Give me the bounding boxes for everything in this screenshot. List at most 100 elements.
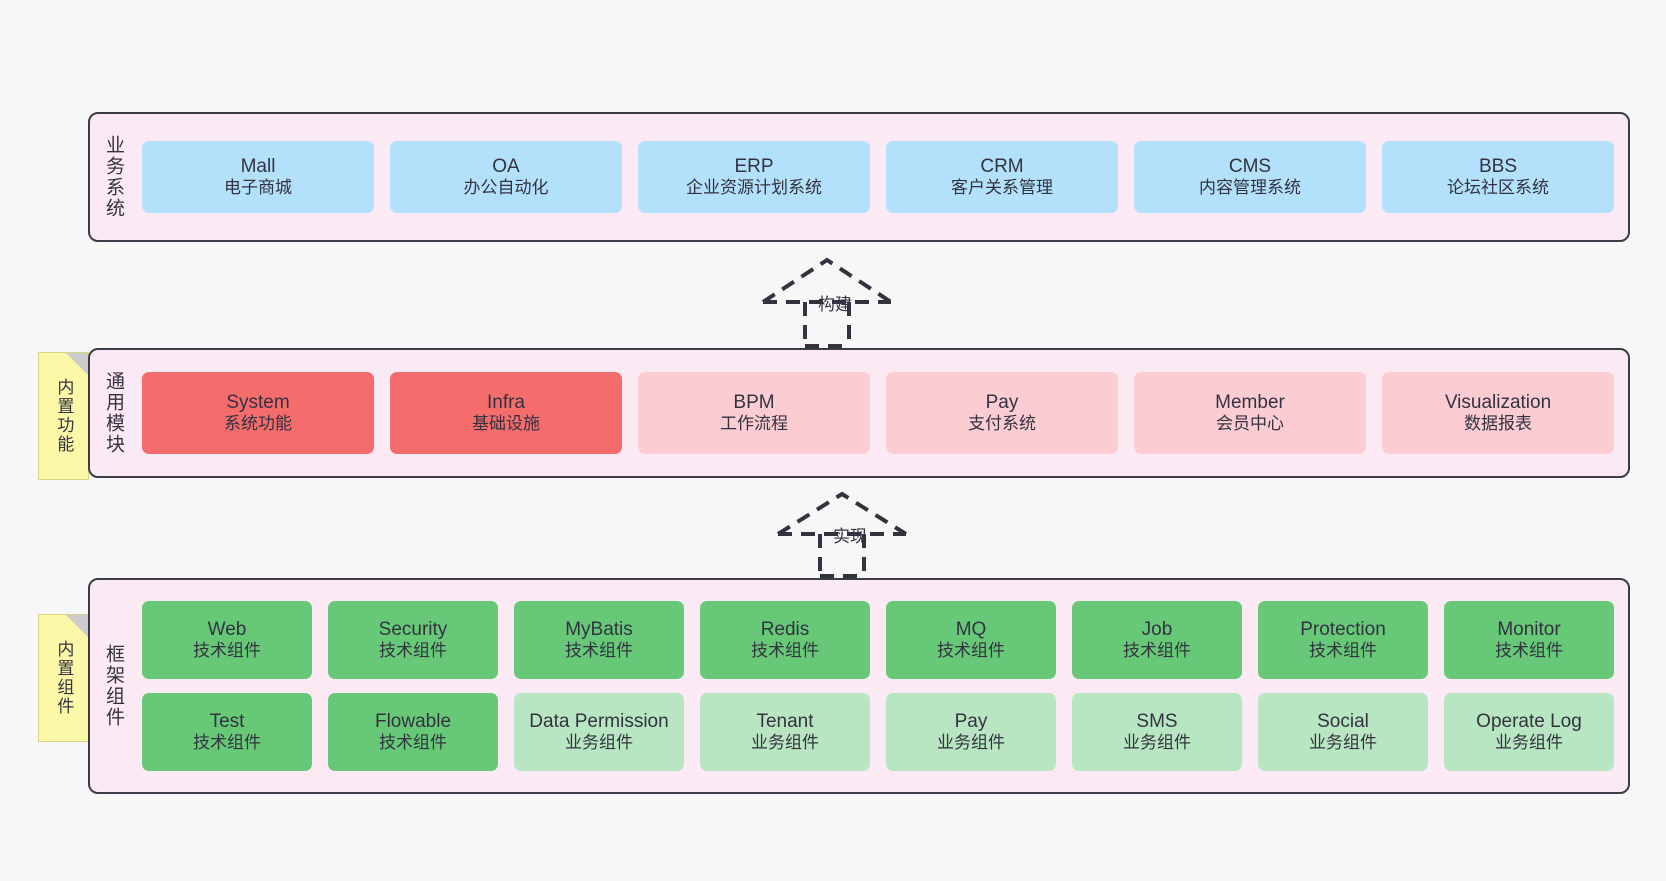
card-member[interactable]: Member 会员中心 — [1134, 372, 1366, 454]
layer-body-common: System 系统功能 Infra 基础设施 BPM 工作流程 Pay 支付系统… — [136, 350, 1628, 476]
card-oa[interactable]: OA 办公自动化 — [390, 141, 622, 213]
card-social[interactable]: Social 业务组件 — [1258, 693, 1428, 771]
card-subtitle: 业务组件 — [1495, 733, 1563, 753]
card-web[interactable]: Web 技术组件 — [142, 601, 312, 679]
card-title: Flowable — [374, 711, 452, 733]
card-cms[interactable]: CMS 内容管理系统 — [1134, 141, 1366, 213]
card-infra[interactable]: Infra 基础设施 — [390, 372, 622, 454]
card-subtitle: 技术组件 — [379, 733, 447, 753]
card-bpm[interactable]: BPM 工作流程 — [638, 372, 870, 454]
card-crm[interactable]: CRM 客户关系管理 — [886, 141, 1118, 213]
card-title: Pay — [985, 392, 1019, 414]
card-flowable[interactable]: Flowable 技术组件 — [328, 693, 498, 771]
card-subtitle: 技术组件 — [1123, 641, 1191, 661]
card-pay[interactable]: Pay 支付系统 — [886, 372, 1118, 454]
layer-label-business: 业务系统 — [102, 135, 124, 219]
card-mall[interactable]: Mall 电子商城 — [142, 141, 374, 213]
card-subtitle: 工作流程 — [720, 414, 788, 434]
card-title: BPM — [733, 392, 775, 414]
note-builtin-features: 内置功能 — [38, 352, 89, 480]
card-title: SMS — [1136, 711, 1178, 733]
card-tenant[interactable]: Tenant 业务组件 — [700, 693, 870, 771]
card-title: Monitor — [1497, 619, 1561, 641]
card-subtitle: 客户关系管理 — [951, 178, 1053, 198]
note-builtin-components: 内置组件 — [38, 614, 89, 742]
card-test[interactable]: Test 技术组件 — [142, 693, 312, 771]
layer-framework-component: 框架组件 Web 技术组件 Security 技术组件 MyBatis 技术组件… — [88, 578, 1630, 794]
card-title: Protection — [1300, 619, 1386, 641]
connector-label-build: 构建 — [818, 295, 852, 314]
card-bbs[interactable]: BBS 论坛社区系统 — [1382, 141, 1614, 213]
card-title: Data Permission — [529, 711, 669, 733]
framework-business-row: Test 技术组件 Flowable 技术组件 Data Permission … — [142, 693, 1614, 771]
card-subtitle: 数据报表 — [1464, 414, 1532, 434]
card-title: OA — [492, 156, 520, 178]
card-monitor[interactable]: Monitor 技术组件 — [1444, 601, 1614, 679]
generalization-arrow-icon — [761, 257, 893, 348]
card-job[interactable]: Job 技术组件 — [1072, 601, 1242, 679]
layer-label-common: 通用模块 — [102, 371, 124, 455]
card-title: Member — [1215, 392, 1285, 414]
card-subtitle: 企业资源计划系统 — [686, 178, 822, 198]
card-title: Operate Log — [1476, 711, 1582, 733]
card-title: MQ — [955, 619, 987, 641]
card-title: Visualization — [1444, 392, 1552, 414]
card-title: BBS — [1478, 156, 1518, 178]
card-title: CRM — [980, 156, 1024, 178]
card-title: Infra — [486, 392, 526, 414]
card-erp[interactable]: ERP 企业资源计划系统 — [638, 141, 870, 213]
generalization-arrow-icon — [776, 491, 908, 578]
card-sms[interactable]: SMS 业务组件 — [1072, 693, 1242, 771]
layer-body-business: Mall 电子商城 OA 办公自动化 ERP 企业资源计划系统 CRM 客户关系… — [136, 114, 1628, 240]
card-security[interactable]: Security 技术组件 — [328, 601, 498, 679]
card-subtitle: 办公自动化 — [463, 178, 549, 198]
card-subtitle: 技术组件 — [193, 641, 261, 661]
card-mybatis[interactable]: MyBatis 技术组件 — [514, 601, 684, 679]
card-subtitle: 技术组件 — [1309, 641, 1377, 661]
note-text: 内置功能 — [54, 378, 74, 454]
card-system[interactable]: System 系统功能 — [142, 372, 374, 454]
card-title: Mall — [240, 156, 276, 178]
note-text: 内置组件 — [54, 640, 74, 716]
card-title: Test — [209, 711, 245, 733]
card-subtitle: 支付系统 — [968, 414, 1036, 434]
card-data-permission[interactable]: Data Permission 业务组件 — [514, 693, 684, 771]
note-fold-corner-icon — [66, 353, 88, 375]
card-subtitle: 技术组件 — [1495, 641, 1563, 661]
card-subtitle: 技术组件 — [193, 733, 261, 753]
card-subtitle: 内容管理系统 — [1199, 178, 1301, 198]
card-subtitle: 业务组件 — [937, 733, 1005, 753]
card-operate-log[interactable]: Operate Log 业务组件 — [1444, 693, 1614, 771]
card-subtitle: 技术组件 — [751, 641, 819, 661]
card-subtitle: 业务组件 — [1309, 733, 1377, 753]
connector-label-implement: 实现 — [833, 527, 867, 546]
common-card-row: System 系统功能 Infra 基础设施 BPM 工作流程 Pay 支付系统… — [142, 372, 1614, 454]
card-title: Social — [1317, 711, 1369, 733]
note-fold-corner-icon — [66, 615, 88, 637]
business-card-row: Mall 电子商城 OA 办公自动化 ERP 企业资源计划系统 CRM 客户关系… — [142, 141, 1614, 213]
card-subtitle: 电子商城 — [224, 178, 292, 198]
card-title: Tenant — [756, 711, 814, 733]
card-redis[interactable]: Redis 技术组件 — [700, 601, 870, 679]
layer-label-framework: 框架组件 — [102, 644, 124, 728]
layer-common-module: 通用模块 System 系统功能 Infra 基础设施 BPM 工作流程 Pay… — [88, 348, 1630, 478]
card-pay-component[interactable]: Pay 业务组件 — [886, 693, 1056, 771]
card-mq[interactable]: MQ 技术组件 — [886, 601, 1056, 679]
card-protection[interactable]: Protection 技术组件 — [1258, 601, 1428, 679]
card-title: Pay — [954, 711, 988, 733]
card-subtitle: 系统功能 — [224, 414, 292, 434]
card-title: Web — [207, 619, 247, 641]
connector-implement: 实现 — [770, 490, 970, 578]
card-title: System — [226, 392, 290, 414]
card-visualization[interactable]: Visualization 数据报表 — [1382, 372, 1614, 454]
card-subtitle: 技术组件 — [379, 641, 447, 661]
layer-business-system: 业务系统 Mall 电子商城 OA 办公自动化 ERP 企业资源计划系统 CRM… — [88, 112, 1630, 242]
card-title: Security — [378, 619, 448, 641]
card-subtitle: 论坛社区系统 — [1447, 178, 1549, 198]
card-subtitle: 基础设施 — [472, 414, 540, 434]
card-title: ERP — [734, 156, 774, 178]
card-subtitle: 业务组件 — [565, 733, 633, 753]
card-subtitle: 业务组件 — [751, 733, 819, 753]
card-title: Job — [1141, 619, 1173, 641]
